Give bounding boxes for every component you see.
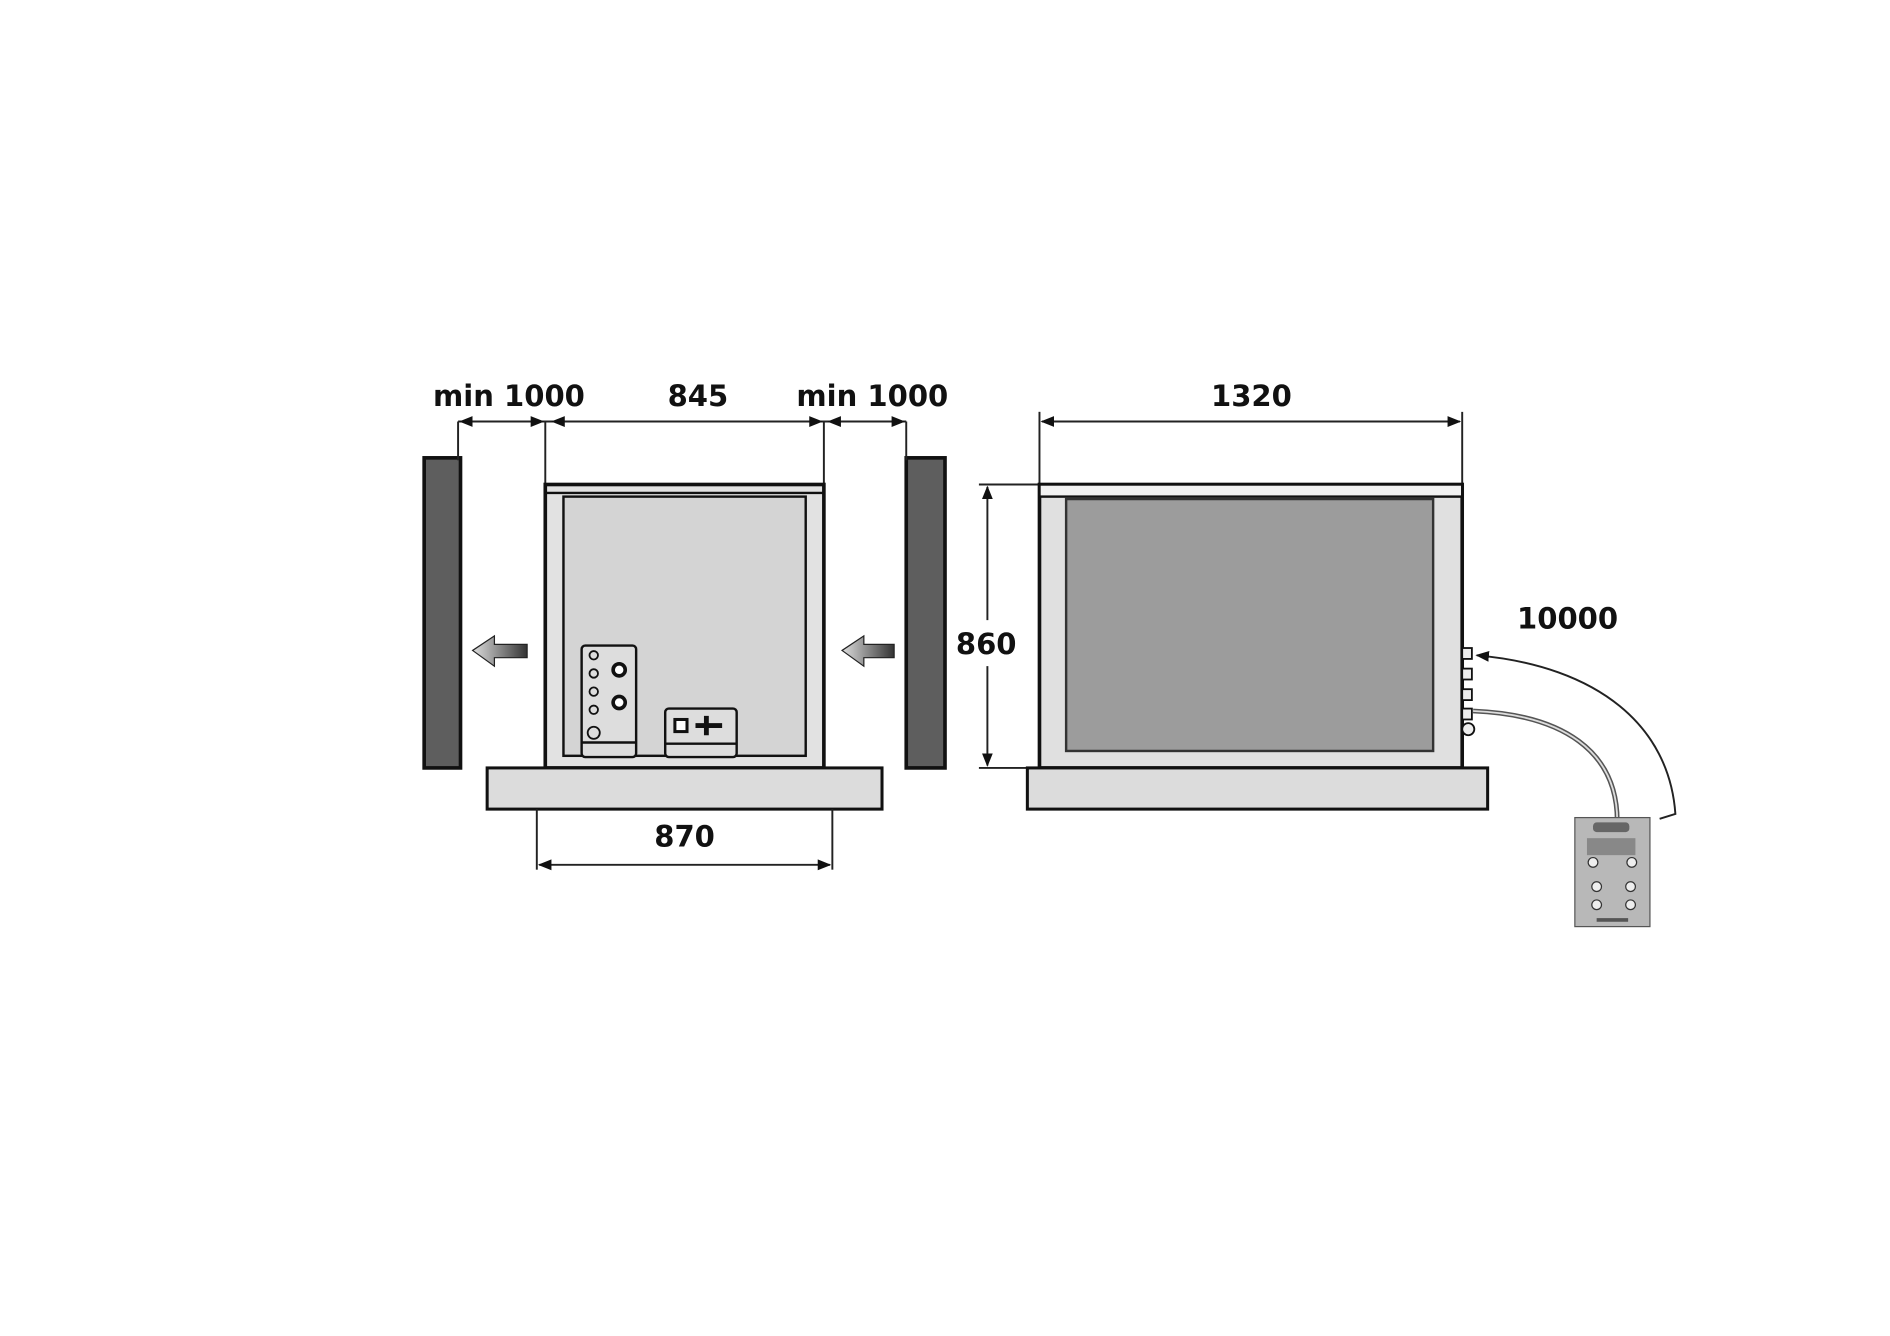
base-width-label: 870 xyxy=(654,820,715,854)
side-length-label: 1320 xyxy=(1211,379,1292,413)
side-base xyxy=(1025,766,1490,811)
front-width-label: 845 xyxy=(668,379,729,413)
right-wall xyxy=(904,456,947,770)
base-width-dimension xyxy=(535,809,834,871)
left-wall xyxy=(422,456,463,770)
remote-cable xyxy=(1473,708,1620,822)
side-unit-coil xyxy=(1064,497,1435,753)
side-view: 1320 860 10000 xyxy=(956,379,1677,928)
side-length-dimension xyxy=(1038,411,1464,485)
remote-controller xyxy=(1574,816,1651,928)
cable-length-dimension xyxy=(1475,650,1677,820)
airflow-in-arrow-icon xyxy=(840,634,895,668)
electrical-box xyxy=(663,707,738,759)
side-connectors xyxy=(1461,647,1476,737)
front-base xyxy=(485,766,884,811)
connection-panel xyxy=(580,644,638,759)
front-view: min 1000 845 min 1000 xyxy=(422,379,948,871)
airflow-out-arrow-icon xyxy=(471,634,528,668)
height-label: 860 xyxy=(956,627,1017,661)
cable-length-label: 10000 xyxy=(1517,602,1618,636)
clearance-left-label: min 1000 xyxy=(433,379,585,413)
front-width-dimension xyxy=(457,416,908,485)
clearance-right-label: min 1000 xyxy=(796,379,948,413)
